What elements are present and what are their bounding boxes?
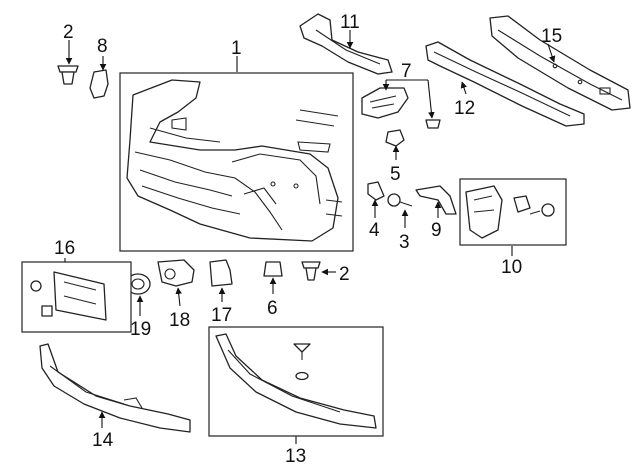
callout-12: 12 xyxy=(454,98,475,119)
lower-absorber-13 xyxy=(215,333,377,429)
reinforcement-15 xyxy=(489,15,631,111)
callout-14: 14 xyxy=(92,430,114,451)
callout-16: 16 xyxy=(54,238,75,259)
callout-7: 7 xyxy=(401,61,412,82)
clip-4 xyxy=(367,181,385,201)
bracket-17 xyxy=(209,259,233,287)
callout-15: 15 xyxy=(541,26,562,47)
callout-9: 9 xyxy=(431,220,442,241)
license-bracket-16 xyxy=(30,271,107,321)
clip-2-right xyxy=(301,261,321,281)
callout-10: 10 xyxy=(501,257,522,278)
lower-absorber-14 xyxy=(39,343,191,433)
bracket-9 xyxy=(415,185,457,215)
callout-13: 13 xyxy=(285,446,306,467)
screw-3 xyxy=(387,193,413,207)
absorber-12 xyxy=(425,41,585,127)
callout-18: 18 xyxy=(169,310,190,331)
bracket-7 xyxy=(361,87,441,129)
bumper-cover xyxy=(126,79,343,242)
callout-8: 8 xyxy=(97,36,108,57)
clip-2-top xyxy=(57,65,79,85)
callout-2b: 2 xyxy=(339,264,350,285)
retainer-11 xyxy=(299,13,393,75)
callout-11: 11 xyxy=(340,12,360,33)
leader-15 xyxy=(547,43,556,63)
callout-5: 5 xyxy=(390,164,401,185)
sensor-18 xyxy=(157,259,195,287)
clip-6 xyxy=(263,261,283,277)
bracket-kit-10 xyxy=(465,185,555,239)
callout-6: 6 xyxy=(267,298,278,319)
bracket-8 xyxy=(89,69,109,99)
leader-7b xyxy=(427,79,435,119)
callout-19: 19 xyxy=(130,319,151,340)
clip-5 xyxy=(385,129,405,147)
callout-2a: 2 xyxy=(63,22,74,43)
callout-4: 4 xyxy=(369,220,380,241)
callout-1: 1 xyxy=(231,38,242,59)
callout-17: 17 xyxy=(211,305,232,326)
leader-18 xyxy=(175,287,182,307)
callout-3: 3 xyxy=(399,232,410,253)
leader-12 xyxy=(460,81,468,95)
